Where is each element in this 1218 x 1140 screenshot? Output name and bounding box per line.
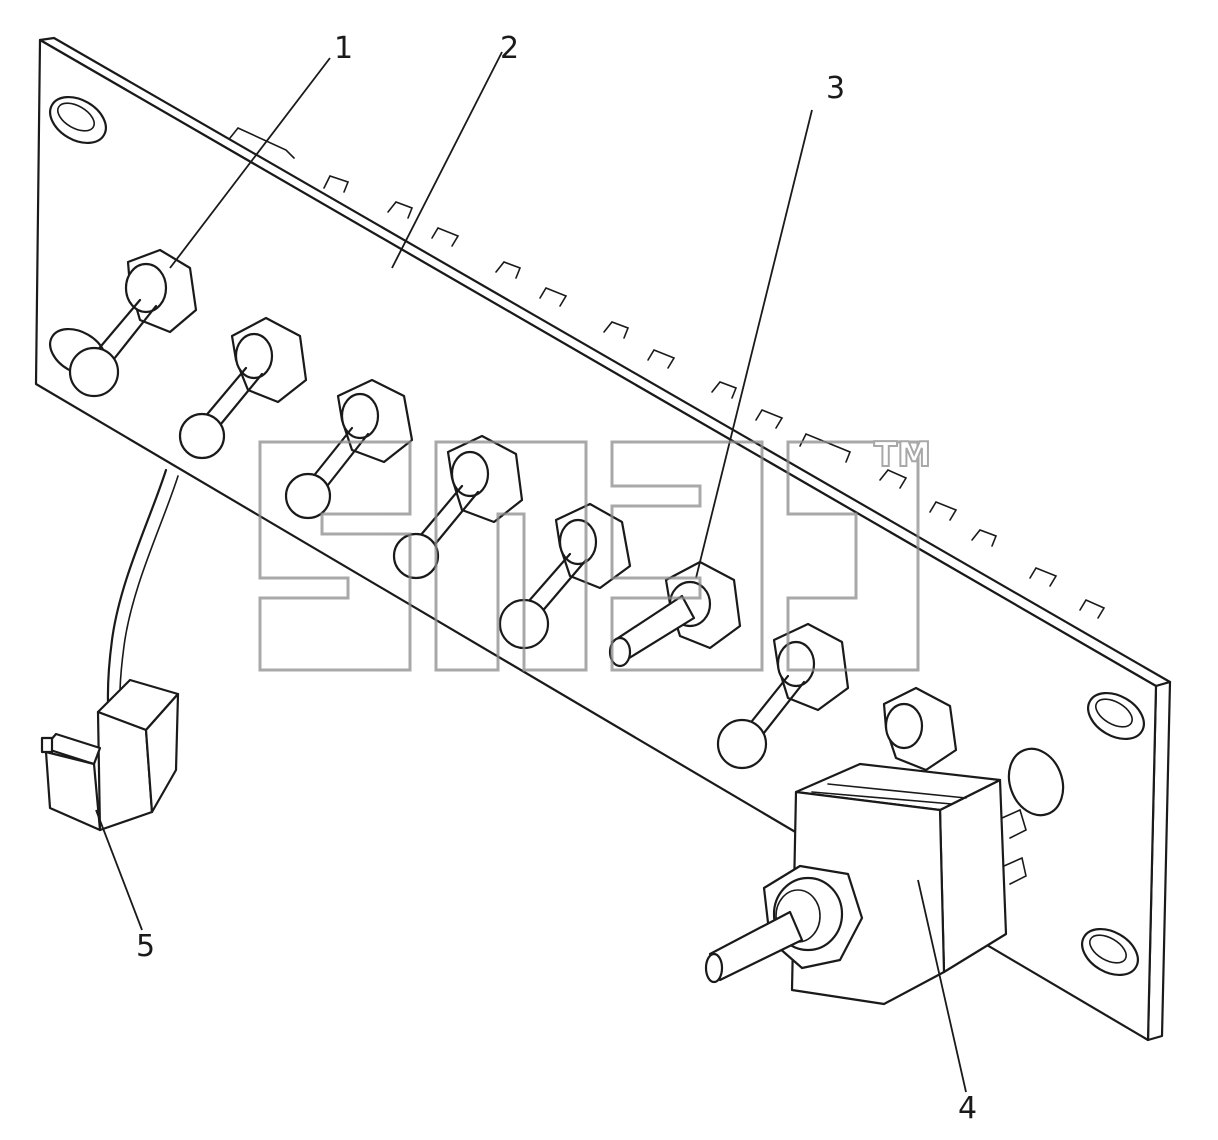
- callout-5: 5: [136, 929, 155, 964]
- mounting-slot-bottom-right: [1081, 927, 1139, 977]
- callout-1: 1: [334, 31, 353, 66]
- toggle-switch-4: [392, 434, 524, 580]
- mounting-slot-top-right: [1087, 691, 1145, 741]
- leader-1: [169, 57, 331, 269]
- callout-2: 2: [500, 31, 519, 66]
- toggle-switch-1: [68, 248, 198, 398]
- toggle-switch-8: [882, 686, 958, 772]
- leader-5: [95, 809, 143, 931]
- leader-lines: [95, 51, 967, 1093]
- leader-4: [917, 879, 967, 1093]
- callout-4: 4: [958, 1091, 977, 1126]
- connector-plug: [40, 678, 180, 832]
- callout-3: 3: [826, 71, 845, 106]
- toggle-switch-7: [716, 622, 850, 770]
- toggle-switch-2: [178, 316, 308, 460]
- watermark-logo: TM: [258, 434, 932, 672]
- mounting-slot-top-left: [49, 95, 107, 145]
- leader-3: [695, 109, 813, 579]
- leader-2: [391, 51, 503, 269]
- watermark-trademark: TM: [874, 435, 931, 475]
- large-toggle-switch: [704, 747, 1065, 1006]
